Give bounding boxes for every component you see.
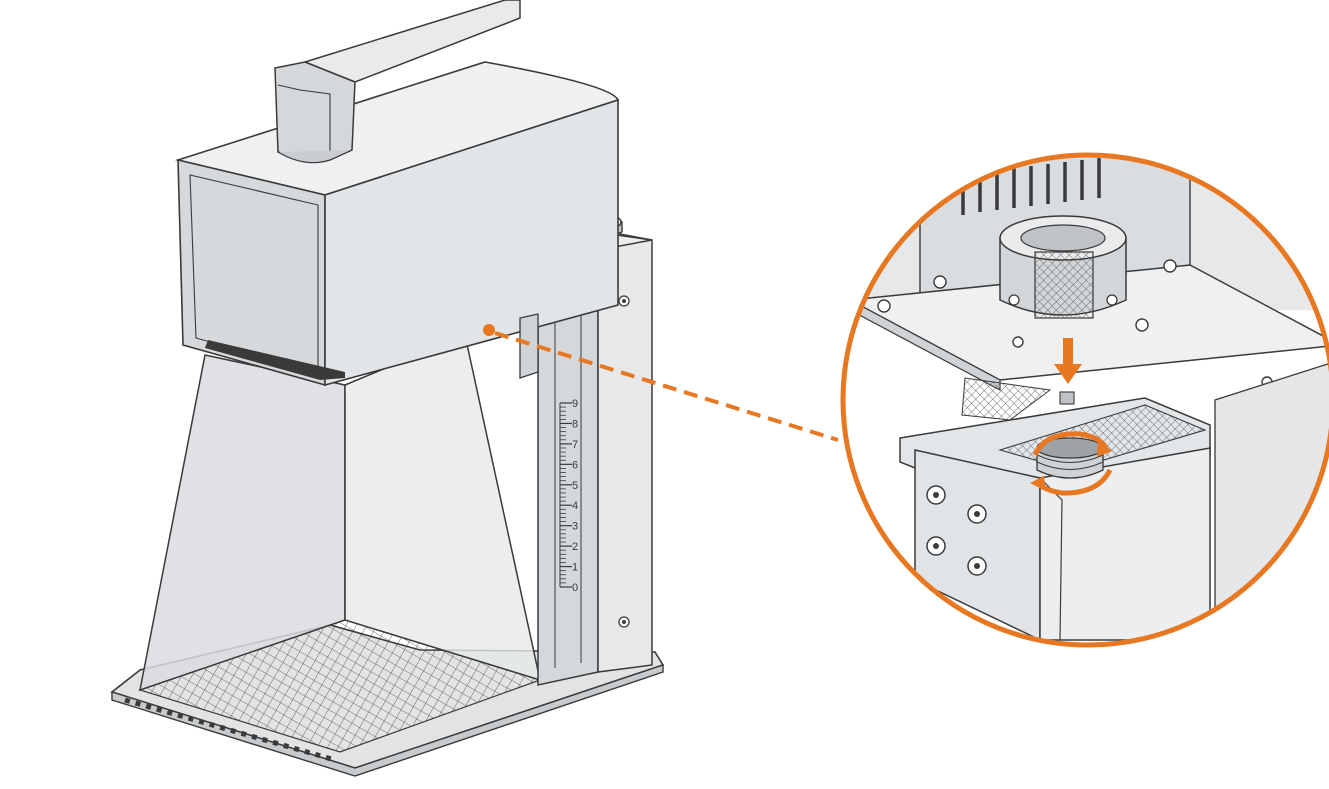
scale-label: 1	[572, 562, 578, 574]
scale-label: 3	[572, 521, 578, 533]
scale-label: 4	[572, 500, 578, 512]
height-scale: 9 8 7 6 5 4 3 2 1 0	[559, 398, 578, 594]
carry-handle	[274, 0, 521, 164]
scale-label: 6	[572, 459, 578, 471]
detail-callout	[840, 152, 1329, 648]
scale-label: 9	[572, 398, 578, 410]
scale-label: 0	[572, 582, 578, 594]
scale-label: 8	[572, 418, 578, 430]
arrow-down-icon	[1054, 338, 1082, 384]
scale-label: 5	[572, 480, 578, 492]
laser-head	[175, 61, 620, 387]
scale-label: 7	[572, 439, 578, 451]
scale-label: 2	[572, 541, 578, 553]
callout-leader-line	[494, 331, 839, 442]
vertical-column	[537, 229, 653, 686]
